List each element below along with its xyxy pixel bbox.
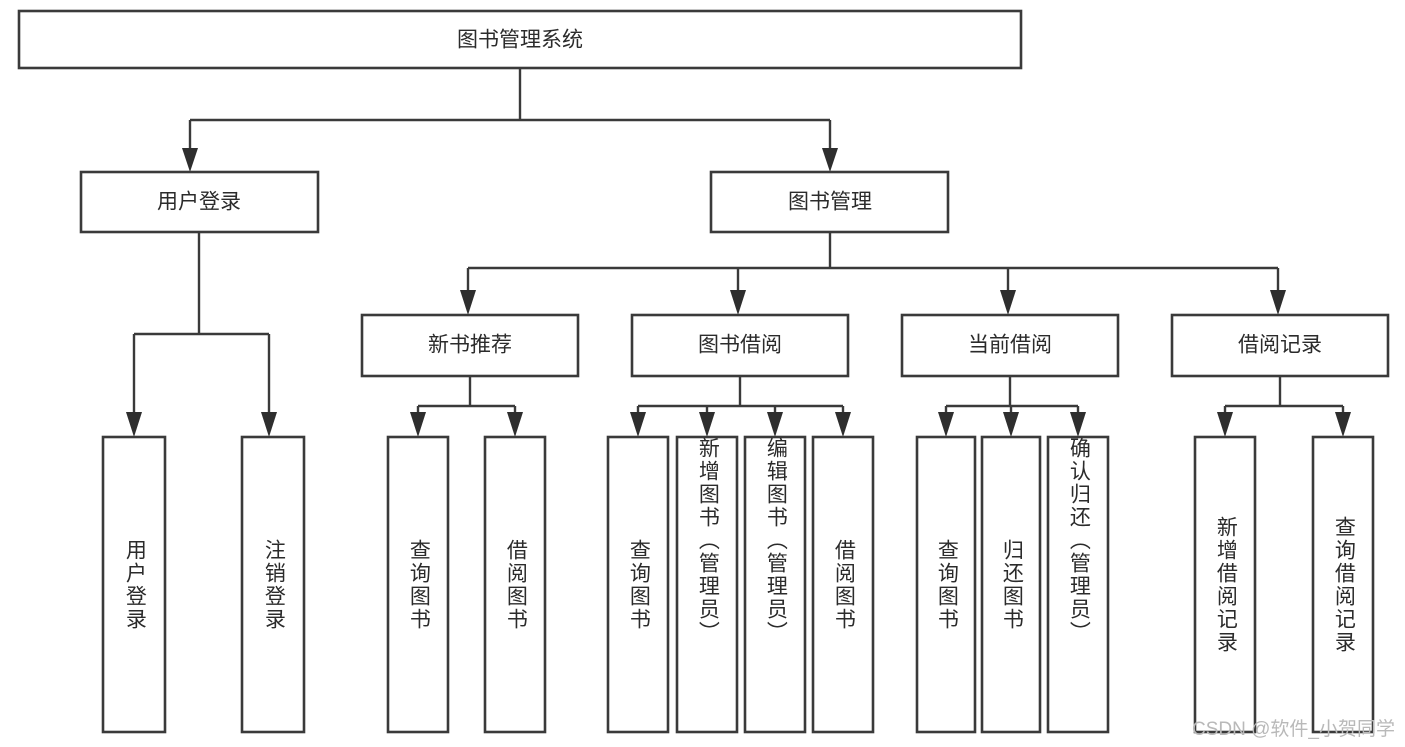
leaf-boxes xyxy=(101,435,1375,734)
node-new-book-recommend-label: 新书推荐 xyxy=(428,334,512,357)
node-book-management[interactable]: 图书管理 xyxy=(709,170,950,234)
watermark: CSDN @软件_小贺同学 xyxy=(1192,719,1395,740)
node-new-book-recommend[interactable]: 新书推荐 xyxy=(360,313,580,378)
leaf-box-confirm-return xyxy=(1046,435,1110,734)
node-current-borrow[interactable]: 当前借阅 xyxy=(900,313,1120,378)
connector-book-borrow-to-leaves xyxy=(630,376,851,437)
leaf-box-borrow-book-1 xyxy=(483,435,547,734)
node-book-management-label: 图书管理 xyxy=(788,191,872,214)
node-book-borrow[interactable]: 图书借阅 xyxy=(630,313,850,378)
leaf-box-add-book xyxy=(675,435,739,734)
connector-root-to-level2 xyxy=(182,68,838,172)
leaf-box-edit-book xyxy=(743,435,807,734)
connector-current-borrow-to-leaves xyxy=(938,376,1086,437)
node-root[interactable]: 图书管理系统 xyxy=(17,9,1023,70)
connector-new-book-to-leaves xyxy=(410,376,523,437)
leaf-box-query-record xyxy=(1311,435,1375,734)
leaf-box-logout xyxy=(240,435,306,734)
leaf-box-return-book xyxy=(980,435,1042,734)
node-user-login-label: 用户登录 xyxy=(157,191,241,214)
leaf-box-query-book-3 xyxy=(915,435,977,734)
leaf-box-query-book-2 xyxy=(606,435,670,734)
connector-borrow-record-to-leaves xyxy=(1217,376,1351,437)
node-user-login[interactable]: 用户登录 xyxy=(79,170,320,234)
node-borrow-record[interactable]: 借阅记录 xyxy=(1170,313,1390,378)
leaf-box-borrow-book-2 xyxy=(811,435,875,734)
leaf-box-add-record xyxy=(1193,435,1257,734)
connector-user-login-to-leaves xyxy=(126,232,277,437)
leaf-box-user-login xyxy=(101,435,167,734)
leaf-box-query-book-1 xyxy=(386,435,450,734)
connector-book-mgmt-to-level3 xyxy=(460,232,1286,315)
node-current-borrow-label: 当前借阅 xyxy=(968,334,1052,357)
node-book-borrow-label: 图书借阅 xyxy=(698,334,782,357)
node-borrow-record-label: 借阅记录 xyxy=(1238,334,1322,357)
node-root-label: 图书管理系统 xyxy=(457,29,583,52)
